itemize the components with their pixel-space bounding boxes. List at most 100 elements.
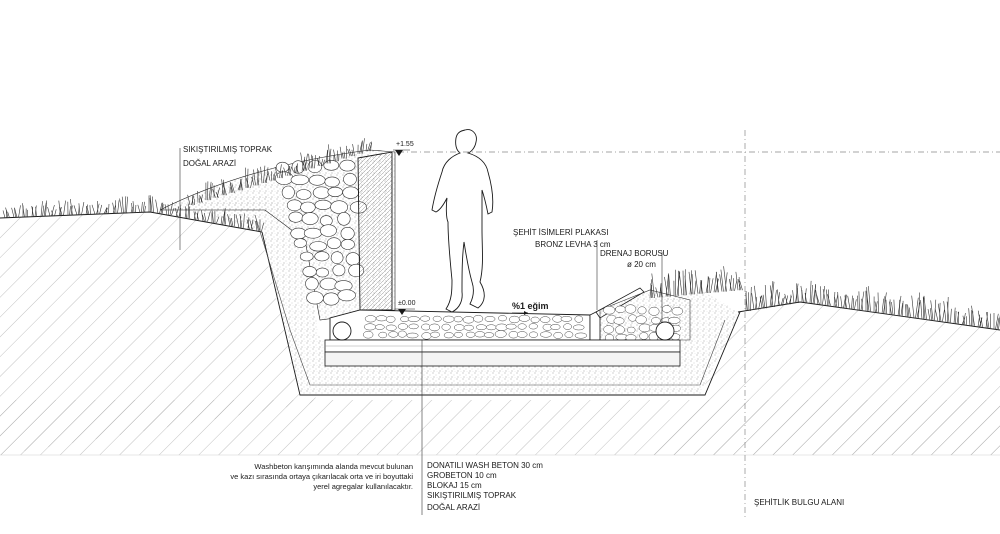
grass-blade (664, 276, 668, 297)
grass-blade (119, 198, 123, 214)
boulder (345, 252, 361, 266)
boulder (299, 251, 314, 262)
grass-blade (253, 169, 256, 186)
grass-blade (162, 204, 164, 214)
grass-blade (735, 271, 739, 291)
grass-blade (715, 278, 719, 293)
grass-blade (333, 149, 336, 162)
grass-blade (809, 280, 812, 304)
label-drain-2: ø 20 cm (627, 260, 656, 269)
boulder (337, 212, 351, 226)
grass-blade (995, 313, 999, 330)
grass-blade (986, 320, 988, 329)
label-drain-1: DRENAJ BORUSU (600, 249, 669, 258)
grass-blade (229, 217, 232, 227)
slab-stone (465, 331, 476, 338)
grass-blade (985, 311, 988, 329)
grass-blade (59, 206, 63, 216)
slab-stone (406, 332, 419, 339)
boulder (324, 176, 340, 188)
grass-blade (649, 279, 652, 299)
grass-blade (216, 187, 220, 198)
grass-blade (43, 202, 47, 217)
grass-blade (737, 279, 742, 291)
grass-blade (822, 285, 825, 305)
blokaj-layer (324, 351, 681, 367)
right-stone (651, 317, 661, 325)
grass-blade (200, 194, 203, 203)
slab-stone (498, 315, 507, 322)
grass-blade (99, 204, 102, 215)
grass-blade (267, 171, 271, 181)
grass-blade (750, 286, 752, 312)
boulder (314, 199, 332, 210)
grass-blade (341, 152, 344, 159)
right-stone (613, 317, 625, 325)
label-layer-4: SIKIŞTIRILMIŞ TOPRAK (427, 491, 517, 500)
boulder (293, 238, 307, 248)
grass-blade (204, 212, 207, 222)
grass-blade (800, 285, 804, 303)
level-bottom-label: ±0.00 (398, 300, 416, 307)
boulder (323, 292, 340, 306)
grass-blade (729, 278, 732, 291)
slab-stone (474, 331, 486, 338)
grass-blade (223, 185, 227, 196)
grass-blade (231, 183, 235, 193)
grass-blade (240, 180, 243, 191)
grass-blade (283, 167, 287, 176)
slab-stone (385, 324, 397, 331)
grass-blade (159, 202, 163, 214)
grass-blade (81, 202, 85, 215)
grass-blade (764, 284, 767, 309)
grass-blade (942, 309, 945, 322)
grass-blade (73, 205, 78, 215)
grass-blade (250, 175, 254, 188)
grass-blade (174, 208, 178, 217)
grass-blade (700, 279, 703, 294)
grass-blade (822, 288, 827, 306)
grass-blade (247, 217, 250, 230)
note-line-1: Washbeton karışımında alanda mevcut bulu… (254, 462, 413, 471)
grass-blade (164, 204, 168, 216)
grass-blade (860, 291, 865, 311)
grass-blade (780, 298, 784, 306)
grass-blade (249, 219, 253, 230)
grass-blade (761, 295, 764, 309)
grass-blade (837, 291, 839, 307)
grass-blade (250, 219, 254, 230)
slab-stone (508, 331, 519, 339)
grass-blade (255, 220, 259, 232)
grass-blade (816, 294, 820, 305)
grass-blade (142, 201, 145, 213)
grass-blade (734, 279, 738, 291)
grass-blade (651, 273, 655, 299)
grass-blade (311, 154, 314, 169)
right-stone (635, 315, 647, 324)
grass-blade (729, 275, 732, 291)
grass-blade (927, 309, 931, 321)
grass-blade (263, 165, 266, 184)
grass-blade (7, 211, 10, 218)
grass-blade (707, 276, 709, 294)
slab-stone (572, 324, 585, 331)
right-stone (624, 304, 637, 314)
grass-blade (266, 167, 269, 184)
grass-blade (790, 294, 792, 305)
grass-blade (256, 170, 259, 186)
grass-blade (705, 277, 710, 294)
slab-stone (509, 315, 520, 324)
level-marker-bottom (398, 309, 406, 315)
grass-blade (881, 298, 884, 314)
boulder (302, 266, 317, 278)
label-natural-ground-top: DOĞAL ARAZİ (183, 159, 236, 168)
boulder (319, 215, 333, 227)
grass-blade (132, 201, 135, 213)
grass-blade (906, 304, 908, 317)
right-stone (667, 316, 681, 324)
grass-blade (130, 206, 133, 213)
grass-blade (295, 165, 299, 174)
grass-blade (977, 314, 980, 327)
boulder (306, 291, 324, 305)
grass-blade (300, 152, 304, 171)
